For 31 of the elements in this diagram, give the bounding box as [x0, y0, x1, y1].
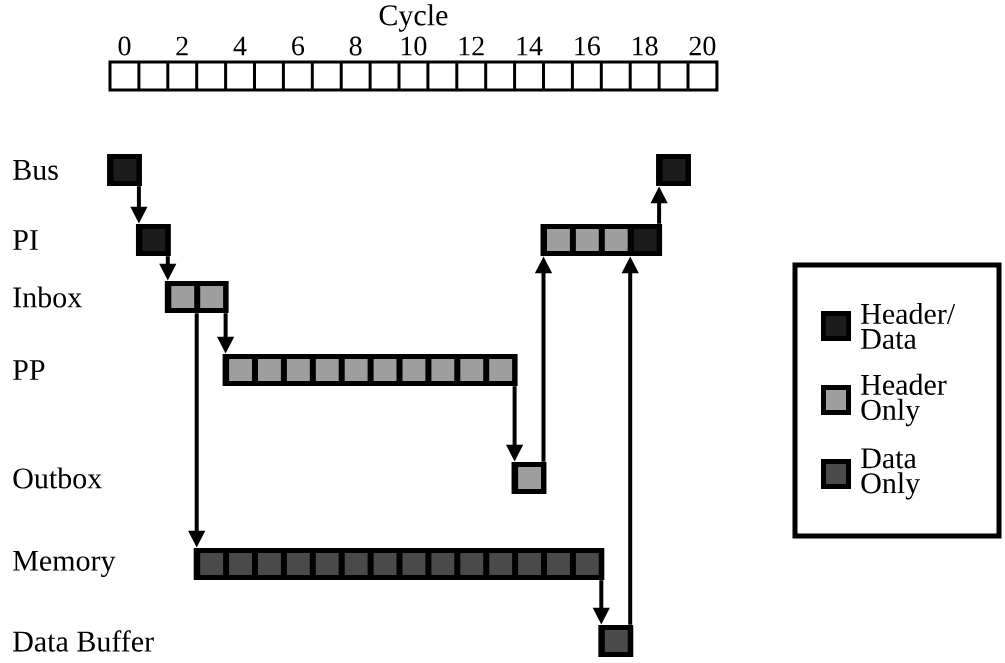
timeline-bar: [222, 354, 518, 386]
axis-title: Cycle: [379, 4, 448, 32]
timeline-bar: [540, 224, 663, 256]
timeline-bar: [511, 462, 547, 494]
row-label: PP: [13, 360, 45, 380]
tick-label: 12: [459, 36, 484, 56]
timeline-bar: [656, 154, 691, 186]
row-label: Bus: [13, 160, 58, 180]
tick-label: 18: [633, 36, 658, 56]
row-label: PI: [13, 230, 38, 250]
legend-label: Data Only: [861, 448, 921, 500]
tick-label: 10: [401, 36, 427, 56]
legend-label: Header/ Data: [861, 302, 956, 350]
timeline-bar: [107, 154, 142, 186]
row-label: Data Buffer: [13, 630, 154, 652]
tick-label: 16: [575, 36, 600, 56]
tick-label: 4: [233, 36, 247, 56]
legend-label: Header Only: [861, 373, 947, 427]
timeline-bar: [164, 281, 229, 313]
row-label: Memory: [13, 550, 116, 578]
tick-label: 8: [349, 36, 362, 56]
tick-label: 20: [689, 36, 716, 56]
tick-label: 14: [517, 36, 543, 56]
row-label: Inbox: [13, 286, 82, 308]
timeline-bar: [193, 548, 605, 580]
timeline-bar: [598, 625, 634, 657]
row-label: Outbox: [13, 467, 102, 489]
tick-label: 6: [292, 36, 305, 56]
tick-label: 0: [118, 36, 131, 56]
tick-label: 2: [176, 36, 188, 56]
timeline-bar: [135, 224, 171, 256]
